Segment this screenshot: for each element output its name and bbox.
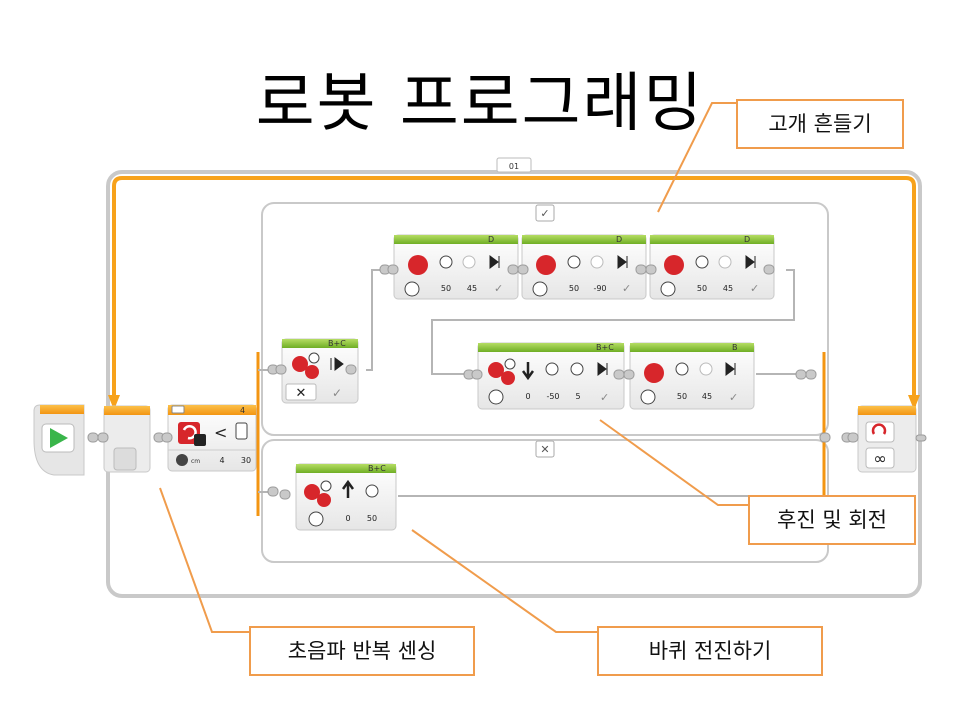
power-icon xyxy=(695,255,709,269)
svg-text:B+C: B+C xyxy=(596,343,614,352)
svg-text:✓: ✓ xyxy=(622,282,631,295)
large-motor-icon xyxy=(644,363,664,383)
backward-steer-block[interactable]: B+C 0 -50 5 ✓ xyxy=(477,342,625,410)
svg-text:✓: ✓ xyxy=(750,282,759,295)
svg-text:✓: ✓ xyxy=(494,282,503,295)
infinity-icon: ∞ xyxy=(873,449,886,468)
ultrasonic-switch-header[interactable]: 4 < cm 4 30 xyxy=(167,404,257,472)
mode-icon xyxy=(660,281,676,297)
degrees-icon xyxy=(718,255,732,269)
power-icon xyxy=(675,362,689,376)
power-icon xyxy=(545,362,559,376)
medium-motor-icon xyxy=(536,255,556,275)
head-motor-block-1[interactable]: D 50 45 ✓ xyxy=(393,234,519,300)
mode-on-icon xyxy=(308,511,324,527)
svg-text:B+C: B+C xyxy=(368,464,386,473)
degrees-icon xyxy=(590,255,604,269)
degrees-icon xyxy=(462,255,476,269)
svg-text:B: B xyxy=(732,343,738,352)
steering-icon xyxy=(308,352,320,364)
start-block[interactable] xyxy=(33,404,85,476)
motor-icon xyxy=(304,484,320,500)
annotation-leaders xyxy=(159,102,748,633)
svg-text:D: D xyxy=(616,235,622,244)
play-icon xyxy=(50,428,68,448)
check-icon: ✓ xyxy=(332,386,342,400)
annotation-wheel-forward: 바퀴 전진하기 xyxy=(597,626,823,676)
motor-icon xyxy=(292,356,308,372)
svg-text:✓: ✓ xyxy=(729,391,738,404)
brake-icon xyxy=(725,362,736,376)
annotation-ultrasonic-loop: 초음파 반복 센싱 xyxy=(249,626,475,676)
stop-motors-block[interactable]: B+C ✕ ✓ xyxy=(281,338,359,404)
threshold-icon xyxy=(235,422,248,440)
power-icon xyxy=(365,484,379,498)
svg-text:-90: -90 xyxy=(593,284,606,293)
stop-mode-icon: ✕ xyxy=(296,386,307,401)
switch-true-tab: ✓ xyxy=(540,207,549,220)
brake-icon xyxy=(489,255,500,269)
threshold-value-1: 4 xyxy=(219,456,224,465)
svg-text:50: 50 xyxy=(441,284,451,293)
rotations-icon xyxy=(570,362,584,376)
svg-text:50: 50 xyxy=(569,284,579,293)
mode-icon xyxy=(404,281,420,297)
threshold-value-2: 30 xyxy=(241,456,251,465)
compare-symbol: < xyxy=(214,423,227,442)
head-motor-block-3[interactable]: D 50 45 ✓ xyxy=(649,234,775,300)
loop-block[interactable]: 01 xyxy=(106,157,922,598)
power-icon xyxy=(439,255,453,269)
switch-false-tab: ✕ xyxy=(540,443,549,456)
svg-text:D: D xyxy=(488,235,494,244)
stop-port: B+C xyxy=(328,339,346,348)
mode-icon xyxy=(488,389,504,405)
sensor-mode-icon xyxy=(171,405,185,414)
svg-text:50: 50 xyxy=(697,284,707,293)
svg-text:45: 45 xyxy=(467,284,477,293)
loop-name: 01 xyxy=(509,162,519,171)
svg-text:D: D xyxy=(744,235,750,244)
medium-motor-icon xyxy=(664,255,684,275)
mode-icon xyxy=(532,281,548,297)
power-icon xyxy=(567,255,581,269)
page-title: 로봇 프로그래밍 xyxy=(255,67,705,141)
svg-text:50: 50 xyxy=(367,514,377,523)
svg-text:45: 45 xyxy=(702,392,712,401)
mode-icon xyxy=(640,389,656,405)
svg-text:50: 50 xyxy=(677,392,687,401)
head-motor-block-2[interactable]: D 50 -90 ✓ xyxy=(521,234,647,300)
forward-steer-block[interactable]: B+C 0 50 xyxy=(295,463,397,531)
arrow-down-icon xyxy=(521,362,535,381)
unit-label: cm xyxy=(191,458,200,465)
steering-icon xyxy=(504,358,516,370)
brake-icon xyxy=(745,255,756,269)
steering-icon xyxy=(320,480,332,492)
svg-text:45: 45 xyxy=(723,284,733,293)
svg-text:0: 0 xyxy=(345,514,350,523)
ultrasonic-sensor-icon xyxy=(178,422,206,446)
loop-icon xyxy=(871,423,887,435)
annotation-backward-turn: 후진 및 회전 xyxy=(748,495,916,545)
svg-text:5: 5 xyxy=(575,392,580,401)
degrees-icon xyxy=(699,362,713,376)
turn-motor-block[interactable]: B 50 45 ✓ xyxy=(629,342,755,410)
arrow-up-icon xyxy=(341,479,355,498)
loop-start-bracket xyxy=(103,405,151,473)
brake-icon xyxy=(330,357,344,371)
svg-text:✓: ✓ xyxy=(600,391,609,404)
svg-text:-50: -50 xyxy=(546,392,559,401)
svg-text:0: 0 xyxy=(525,392,530,401)
motor-icon xyxy=(488,362,504,378)
compare-mode-icon xyxy=(176,454,188,466)
connector-plugs xyxy=(87,264,927,500)
brake-icon xyxy=(597,362,608,376)
switch-port: 4 xyxy=(240,406,245,415)
loop-end-block[interactable]: ∞ xyxy=(857,405,917,473)
medium-motor-icon xyxy=(408,255,428,275)
brake-icon xyxy=(617,255,628,269)
annotation-head-shake: 고개 흔들기 xyxy=(736,99,904,149)
